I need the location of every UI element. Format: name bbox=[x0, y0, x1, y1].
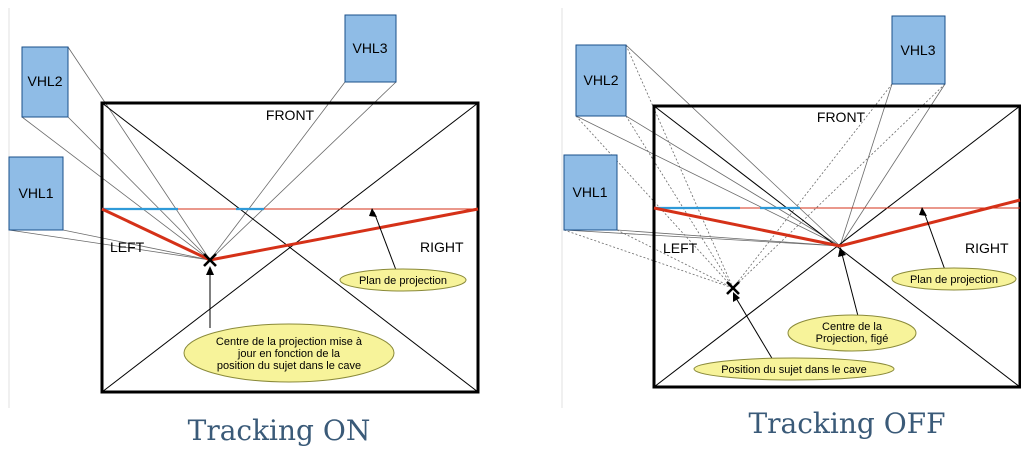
projector-vhl2: VHL2 bbox=[21, 46, 69, 118]
callout-plane-arrow-off bbox=[923, 211, 946, 271]
callout-projection-plane-off-text: Plan de projection bbox=[910, 274, 998, 286]
projector-vhl3-label: VHL3 bbox=[352, 40, 387, 56]
projector-vhl1-off-label: VHL1 bbox=[572, 184, 607, 200]
panel-tracking-on: VHL1 VHL2 VHL3 FRONT LEFT RIGHT Plan de … bbox=[8, 14, 480, 447]
callout-center-line-2: jour en fonction de la bbox=[237, 348, 341, 360]
x-mark-icon bbox=[726, 281, 740, 295]
projector-vhl1-label: VHL1 bbox=[18, 185, 53, 201]
wall-label-front-off: FRONT bbox=[817, 109, 866, 125]
projector-vhl3-off: VHL3 bbox=[891, 15, 946, 85]
projector-vhl3: VHL3 bbox=[344, 14, 397, 83]
callout-projection-plane-off: Plan de projection bbox=[891, 267, 1017, 291]
callout-plane-arrow bbox=[373, 211, 397, 271]
callout-center-off: Centre de la Projection, figé bbox=[787, 314, 917, 352]
callout-center: Centre de la projection mise à jour en f… bbox=[183, 323, 395, 383]
wall-label-right-off: RIGHT bbox=[965, 240, 1009, 256]
frustum-right-edge-off bbox=[839, 198, 1021, 248]
room-diagonal-2 bbox=[101, 102, 479, 393]
wall-label-right: RIGHT bbox=[420, 239, 464, 255]
wall-label-left: LEFT bbox=[110, 239, 145, 255]
callout-subject-arrowhead bbox=[733, 292, 740, 302]
projector-vhl2-off-label: VHL2 bbox=[583, 72, 618, 88]
projector-vhl2-label: VHL2 bbox=[27, 73, 62, 89]
callout-plane-arrowhead-off bbox=[919, 207, 927, 216]
caption-tracking-off: Tracking OFF bbox=[748, 407, 945, 440]
cave-room-off bbox=[652, 104, 1021, 389]
callout-subject-arrow bbox=[735, 297, 774, 361]
callout-subject-text: Position du sujet dans le cave bbox=[721, 364, 867, 376]
projector-rays bbox=[8, 46, 397, 261]
wall-label-left-off: LEFT bbox=[663, 240, 698, 256]
frustum-left-edge bbox=[101, 207, 211, 262]
callout-center-arrow-off bbox=[841, 253, 859, 317]
callout-center-line-1: Centre de la projection mise à bbox=[216, 336, 363, 348]
callout-plane-arrowhead bbox=[369, 208, 377, 217]
frustum-left-edge-off bbox=[653, 206, 841, 248]
projector-vhl1-off: VHL1 bbox=[563, 154, 618, 231]
callout-subject: Position du sujet dans le cave bbox=[693, 357, 895, 381]
callout-center-arrowhead-off bbox=[838, 247, 846, 257]
frustum-right-edge bbox=[209, 207, 479, 262]
callout-projection-plane-text: Plan de projection bbox=[359, 275, 447, 287]
callout-center-off-line-1: Centre de la bbox=[822, 321, 883, 333]
projector-rays-fixed bbox=[563, 44, 946, 247]
callout-center-line-3: position du sujet dans le cave bbox=[217, 360, 361, 372]
caption-tracking-on: Tracking ON bbox=[188, 414, 371, 447]
callout-projection-plane: Plan de projection bbox=[339, 268, 467, 292]
projector-vhl1: VHL1 bbox=[8, 156, 64, 231]
wall-label-front: FRONT bbox=[266, 107, 315, 123]
callout-center-arrowhead bbox=[206, 266, 214, 275]
panel-tracking-off: VHL1 VHL2 VHL3 FRONT LEFT RIGHT Plan de … bbox=[563, 15, 1021, 440]
cave-room bbox=[100, 101, 480, 394]
x-mark-icon bbox=[203, 253, 217, 267]
callout-center-off-line-2: Projection, figé bbox=[816, 333, 889, 345]
projector-vhl3-off-label: VHL3 bbox=[900, 42, 935, 58]
projector-vhl2-off: VHL2 bbox=[575, 44, 627, 117]
